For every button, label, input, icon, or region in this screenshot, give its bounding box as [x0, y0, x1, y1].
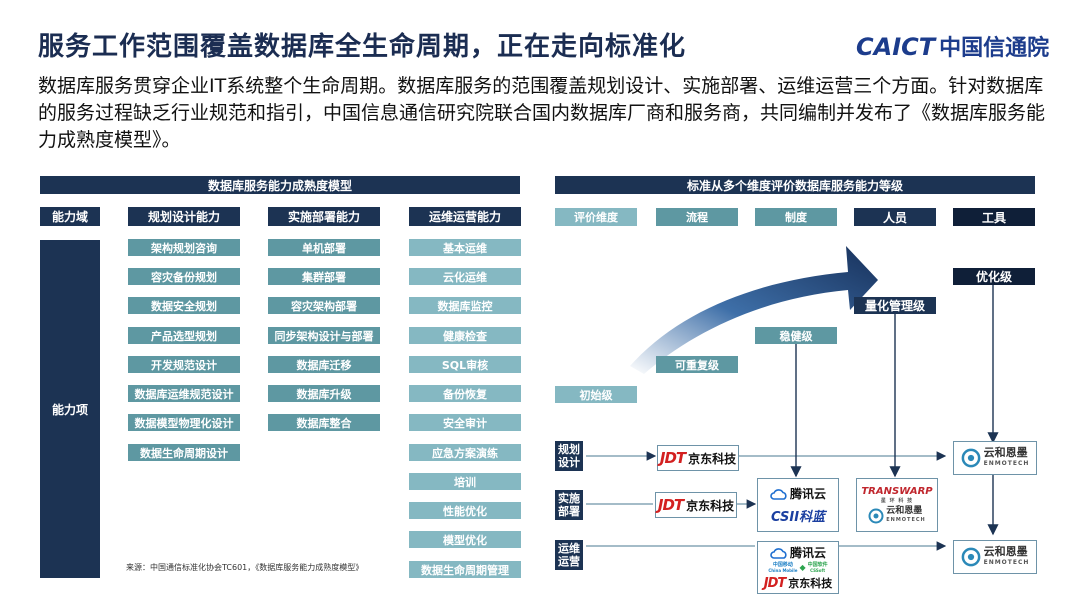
transwarp-cn-text: 星 环 科 技 [880, 497, 914, 504]
enmo-icon [961, 448, 980, 468]
stage-operations-label: 运维运营 [558, 542, 580, 568]
capability-item: 产品选型规划 [128, 327, 240, 344]
capability-item: 集群部署 [268, 268, 380, 285]
capability-item: 云化运维 [409, 268, 521, 285]
tencent-text: 腾讯云 [789, 546, 826, 560]
capability-item: 数据模型物理化设计 [128, 414, 240, 431]
enmo-icon [868, 508, 884, 523]
level-repeatable: 可重复级 [656, 356, 738, 373]
capability-item: 性能优化 [409, 502, 521, 519]
tencent-text: 腾讯云 [789, 487, 826, 501]
jdt-logo-text: 京东科技 [686, 498, 735, 513]
dimension-policy: 制度 [755, 208, 837, 226]
cloud-icon [770, 488, 787, 500]
vendor-enmo-operations: 云和恩墨 ENMOTECH [953, 540, 1037, 574]
jdt-logo-mark: JDT [659, 449, 686, 467]
capability-item: 容灾架构部署 [268, 297, 380, 314]
capability-item: 同步架构设计与部署 [268, 327, 380, 344]
capability-item: 模型优化 [409, 531, 521, 548]
stage-deployment: 实施部署 [555, 490, 583, 520]
cmobile-logo: 中国移动 China Mobile [768, 562, 797, 574]
capability-item: 数据生命周期管理 [409, 561, 521, 578]
capability-item: 容灾备份规划 [128, 268, 240, 285]
jdt-logo-text: 京东科技 [788, 577, 833, 590]
cmobile-en-text: China Mobile [768, 568, 798, 573]
level-initial: 初始级 [555, 386, 637, 403]
vendor-transwarp-enmo: TRANSWARP 星 环 科 技 云和恩墨 ENMOTECH [856, 478, 938, 532]
capability-item: 数据库整合 [268, 414, 380, 431]
cloud-icon [770, 547, 787, 559]
domain-label: 能力域 [40, 207, 100, 226]
stage-planning-label: 规划设计 [558, 443, 580, 469]
column-header-planning: 规划设计能力 [128, 207, 240, 226]
jdt-logo-text: 京东科技 [688, 451, 737, 466]
capability-item: 架构规划咨询 [128, 239, 240, 256]
tencent-logo: 腾讯云 [770, 485, 826, 502]
dimension-label: 评价维度 [555, 208, 637, 226]
capability-item: 数据安全规划 [128, 297, 240, 314]
source-note: 来源：中国通信标准化协会TC601，《数据库服务能力成熟度模型》 [126, 563, 364, 572]
enmo-en-text: ENMOTECH [983, 559, 1030, 566]
chinasoft-text: 中国软件 [807, 562, 828, 568]
capability-item: 数据生命周期设计 [128, 444, 240, 461]
connector-lines [586, 285, 999, 551]
level-quantitative: 量化管理级 [854, 297, 936, 314]
capability-item: 健康检查 [409, 327, 521, 344]
capability-item: 数据库运维规范设计 [128, 385, 240, 402]
capability-item: 数据库监控 [409, 297, 521, 314]
jdt-logo-mark: JDT [763, 575, 786, 591]
enmo-text: 云和恩墨 [983, 545, 1028, 558]
dimension-process: 流程 [656, 208, 738, 226]
logo-caict-text: CAICT [856, 33, 936, 61]
growth-arrow-icon [630, 246, 878, 374]
enmo-icon [961, 547, 980, 567]
level-optimized: 优化级 [953, 268, 1035, 285]
chinasoft-logo: 中国软件 CSSoft [808, 562, 828, 574]
level-robust: 稳健级 [755, 327, 837, 344]
enmo-text: 云和恩墨 [983, 446, 1028, 459]
chinasoft-icon: ◆ [799, 563, 806, 572]
capability-item: 开发规范设计 [128, 356, 240, 373]
cmobile-text: 中国移动 [772, 562, 793, 568]
right-panel-title: 标准从多个维度评价数据库服务能力等级 [555, 176, 1035, 194]
capability-item: 基本运维 [409, 239, 521, 256]
chinasoft-en-text: CSSoft [810, 568, 826, 573]
csii-logo: CSII科蓝 [770, 510, 826, 525]
capability-item: 培训 [409, 473, 521, 490]
capability-item: 安全审计 [409, 414, 521, 431]
dimension-people: 人员 [854, 208, 936, 226]
tencent-logo: 腾讯云 [770, 544, 826, 561]
capability-item: SQL审核 [409, 356, 521, 373]
enmo-logo: 云和恩墨 ENMOTECH [868, 505, 926, 525]
stage-operations: 运维运营 [555, 540, 583, 570]
capability-item: 应急方案演练 [409, 444, 521, 461]
logo-cn-text: 中国信通院 [939, 36, 1050, 61]
enmo-en-text: ENMOTECH [886, 516, 926, 523]
capability-item: 数据库迁移 [268, 356, 380, 373]
dimension-tools: 工具 [953, 208, 1035, 226]
capability-item: 单机部署 [268, 239, 380, 256]
left-panel-title: 数据库服务能力成熟度模型 [40, 176, 520, 194]
intro-paragraph: 数据库服务贯穿企业IT系统整个生命周期。数据库服务的范围覆盖规划设计、实施部署、… [38, 75, 1046, 151]
page-title: 服务工作范围覆盖数据库全生命周期，正在走向标准化 [38, 32, 687, 62]
capability-item: 备份恢复 [409, 385, 521, 402]
items-label: 能力项 [40, 240, 100, 578]
stage-planning: 规划设计 [555, 441, 583, 471]
enmo-text: 云和恩墨 [886, 505, 923, 516]
vendor-tencent-csii: 腾讯云 CSII科蓝 [757, 478, 839, 532]
jdt-logo-mark: JDT [657, 496, 684, 514]
enmo-en-text: ENMOTECH [983, 460, 1030, 467]
capability-item: 数据库升级 [268, 385, 380, 402]
cmobile-chinasoft-logos: 中国移动 China Mobile ◆ 中国软件 CSSoft [768, 562, 827, 574]
column-header-deployment: 实施部署能力 [268, 207, 380, 226]
transwarp-logo: TRANSWARP [861, 485, 933, 497]
column-header-operations: 运维运营能力 [409, 207, 521, 226]
stage-deployment-label: 实施部署 [558, 492, 580, 518]
vendor-enmo-planning: 云和恩墨 ENMOTECH [953, 441, 1037, 475]
